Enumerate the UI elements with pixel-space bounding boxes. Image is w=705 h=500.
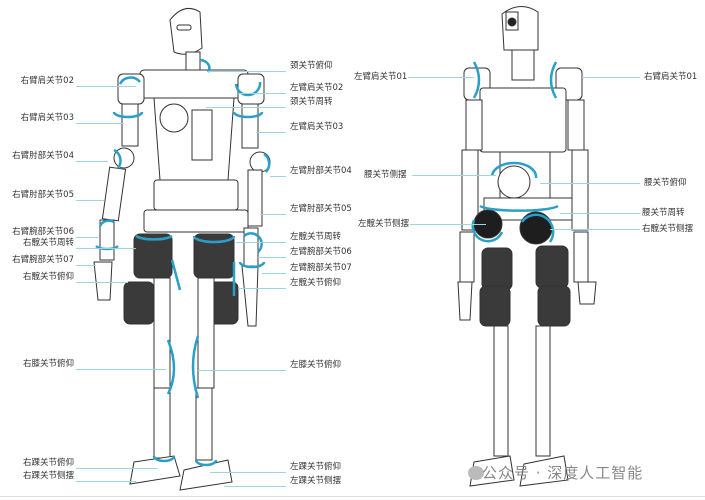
joint-label: 左膝关节俯仰 <box>290 360 342 370</box>
joint-label: 左髋关节侧摆 <box>358 219 410 229</box>
leader-line <box>550 229 640 230</box>
joint-label: 右膝关节俯仰 <box>22 359 74 369</box>
leader-line <box>256 132 286 133</box>
leader-line <box>76 282 128 283</box>
joint-label: 右臂肩关节03 <box>20 113 74 123</box>
joint-label: 左臂肩关节02 <box>290 83 344 93</box>
leader-line <box>412 175 496 176</box>
joint-label: 腰关节侧摆 <box>364 170 407 180</box>
joint-label: 右臂腕部关节06 <box>12 227 74 237</box>
front-view-robot-illustration <box>93 7 271 491</box>
joint-label: 右髋关节周转 <box>22 238 74 248</box>
leader-line <box>76 86 136 87</box>
leader-line <box>238 288 286 289</box>
joint-label: 左臂肩关节03 <box>290 122 344 132</box>
joint-label: 左臂肩关节01 <box>354 72 408 82</box>
leader-line <box>206 107 286 108</box>
leader-line <box>410 224 486 225</box>
leader-line <box>76 237 98 238</box>
leader-line <box>76 200 104 201</box>
joint-label: 颈关节周转 <box>290 97 333 107</box>
joint-label: 腰关节周转 <box>642 208 685 218</box>
leader-line <box>258 257 286 258</box>
watermark: 公众号 · 深度人工智能 <box>482 464 644 482</box>
joint-label: 右髋关节侧摆 <box>642 224 694 234</box>
joint-label: 左臂肘部关节04 <box>290 166 352 176</box>
joint-label: 右臂肘部关节05 <box>12 190 74 200</box>
joint-label: 右臂肩关节02 <box>20 76 74 86</box>
joint-label: 左髋关节周转 <box>290 232 342 242</box>
divider <box>0 496 705 497</box>
leader-line <box>236 242 286 243</box>
leader-line <box>76 123 124 124</box>
leader-line <box>76 265 96 266</box>
joint-label: 左踝关节俯仰 <box>290 462 342 472</box>
joint-label: 右臂腕部关节07 <box>12 255 74 265</box>
joint-label: 腰关节俯仰 <box>644 178 687 188</box>
leader-line <box>270 176 286 177</box>
joint-label: 右臂肩关节01 <box>644 72 698 82</box>
joint-label: 右踝关节侧摆 <box>22 471 74 481</box>
joint-label: 右踝关节俯仰 <box>22 458 74 468</box>
leader-line <box>76 468 158 469</box>
back-view-robot-illustration <box>457 6 597 487</box>
leader-line <box>76 369 166 370</box>
leader-line <box>76 248 136 249</box>
joint-label: 颈关节俯仰 <box>290 61 333 71</box>
leader-line <box>210 472 286 473</box>
joint-label: 左踝关节侧摆 <box>290 476 342 486</box>
leader-line <box>408 77 474 78</box>
leader-line <box>224 486 286 487</box>
joint-label: 左髋关节俯仰 <box>290 278 342 288</box>
leader-line <box>76 161 108 162</box>
leader-line <box>76 481 136 482</box>
leader-line <box>208 71 286 72</box>
joint-label: 左臂腕部关节06 <box>290 247 352 257</box>
leader-line <box>238 93 286 94</box>
wechat-icon <box>468 466 484 480</box>
joint-label: 左臂肘部关节05 <box>290 204 352 214</box>
leader-line <box>540 183 640 184</box>
joint-label: 右臂肘部关节04 <box>12 151 74 161</box>
joint-label: 左臂腕部关节07 <box>290 263 352 273</box>
joint-label: 右髋关节俯仰 <box>22 272 74 282</box>
leader-line <box>260 214 286 215</box>
leader-line <box>582 77 640 78</box>
leader-line <box>198 370 286 371</box>
leader-line <box>560 213 640 214</box>
leader-line <box>262 273 286 274</box>
